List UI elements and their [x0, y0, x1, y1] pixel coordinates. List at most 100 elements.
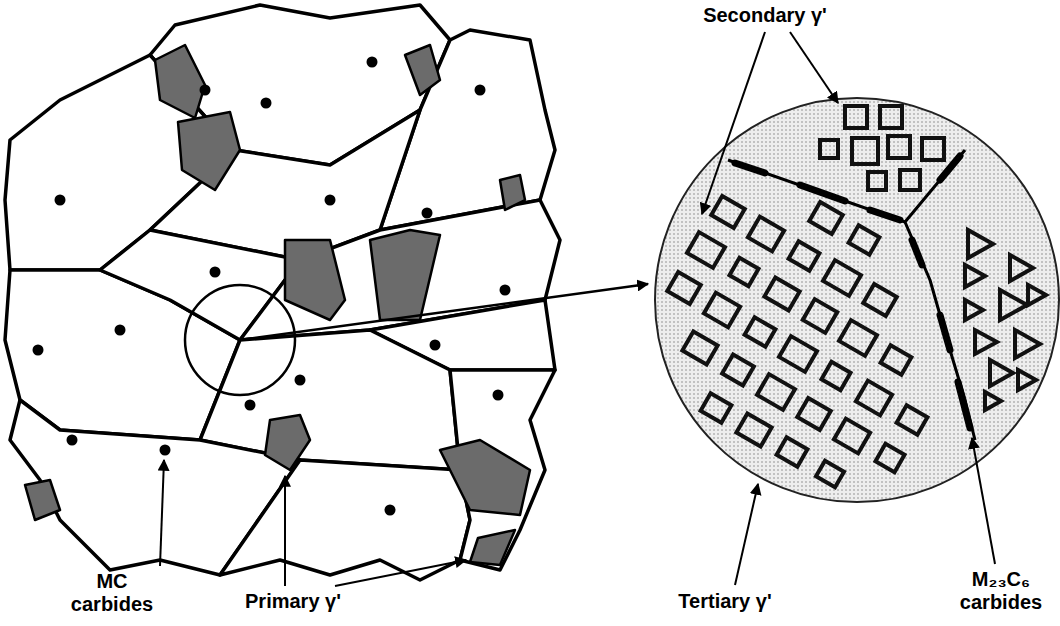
triangular-precipitates	[975, 330, 997, 354]
leader-line	[160, 32, 995, 586]
tertiary-region-particles	[722, 354, 754, 385]
primary-gamma-prime	[25, 480, 60, 520]
tertiary-region-particles	[863, 284, 897, 316]
m23c6-carbide	[940, 156, 960, 180]
secondary-gamma-prime	[922, 138, 944, 160]
tertiary-region-particles	[745, 317, 776, 346]
tertiary-region-particles	[789, 241, 820, 270]
carbide-label: M₂₃C₆ carbides	[948, 568, 1054, 614]
phase-label: Tertiary γ'	[660, 590, 790, 613]
mc-carbide	[67, 435, 78, 446]
secondary-gamma-prime	[880, 106, 902, 128]
tertiary-region-particles	[816, 461, 844, 488]
tertiary-region-particles	[777, 437, 808, 466]
tertiary-region-particles	[729, 258, 758, 286]
m23c6-carbide	[870, 210, 900, 220]
primary-gamma-prime	[440, 440, 530, 515]
mc-carbide	[160, 445, 171, 456]
tertiary-region-particles	[687, 232, 725, 268]
secondary-gamma-prime	[845, 106, 867, 128]
tertiary-region-particles	[704, 293, 740, 328]
tertiary-region-particles	[711, 196, 745, 228]
tertiary-region-particles	[881, 345, 912, 374]
zoom-arrow	[240, 284, 648, 340]
mc-carbide	[33, 57, 511, 516]
mc-carbide	[475, 85, 486, 96]
primary-gamma-prime	[155, 45, 205, 118]
leader-line	[790, 32, 838, 103]
triangular-precipitates	[990, 360, 1013, 386]
mc-carbide	[261, 98, 272, 109]
primary-gamma-prime	[370, 230, 440, 320]
triangular-precipitates	[965, 300, 983, 320]
mc-carbide	[430, 340, 441, 351]
mc-carbide	[210, 267, 221, 278]
mc-carbide	[500, 285, 511, 296]
tertiary-region-particles	[803, 299, 838, 333]
triangular-precipitates	[985, 392, 1001, 410]
mc-carbide	[367, 57, 378, 68]
tertiary-region-particles	[757, 374, 795, 410]
tertiary-region-particles	[667, 196, 927, 487]
tertiary-region-particles	[701, 393, 732, 422]
triangular-precipitates	[1018, 370, 1036, 390]
tertiary-region-particles	[875, 444, 904, 472]
tertiary-region-particles	[897, 405, 928, 434]
triangular-precipitates	[1010, 255, 1033, 281]
mc-carbide	[245, 400, 256, 411]
grain-boundary	[905, 150, 975, 440]
tertiary-region-particles	[849, 225, 880, 254]
tertiary-region-particles	[797, 398, 831, 430]
primary-gamma-prime	[405, 45, 440, 95]
tertiary-region-particles	[821, 362, 850, 390]
grain	[220, 460, 470, 580]
leader-line	[735, 484, 758, 585]
triangular-precipitates	[1028, 285, 1046, 305]
m23c6-carbide	[940, 315, 950, 350]
leader-line	[284, 476, 286, 586]
tertiary-region-particles	[823, 260, 861, 296]
grain-boundary	[728, 160, 905, 222]
mc-carbide	[115, 325, 126, 336]
tertiary-region-particles	[809, 202, 843, 234]
secondary-gamma-prime	[888, 136, 910, 158]
m23c6-carbide	[958, 382, 970, 428]
mc-carbide	[422, 208, 433, 219]
mc-carbide	[295, 375, 306, 386]
mc-carbide	[33, 345, 44, 356]
triangular-precipitates	[965, 265, 985, 287]
tertiary-region-particles	[667, 272, 701, 304]
m23c6-carbide	[735, 156, 970, 428]
m23c6-carbide	[800, 185, 845, 201]
grain-structure	[5, 5, 560, 580]
phase-label: Primary γ'	[228, 590, 358, 613]
tertiary-region-particles	[682, 331, 717, 364]
secondary-gamma-prime	[820, 106, 944, 190]
mc-carbide	[55, 195, 66, 206]
leader-line	[160, 460, 164, 566]
leader-line	[335, 560, 466, 586]
leader-line	[972, 438, 995, 564]
secondary-gamma-prime	[868, 172, 886, 190]
zoomed-view	[667, 106, 1046, 487]
primary-gamma-prime	[178, 112, 240, 190]
secondary-gamma-prime	[820, 140, 838, 158]
primary-gamma-prime	[500, 175, 525, 210]
primary-gamma-prime	[285, 240, 345, 320]
triangular-precipitates	[1000, 290, 1027, 320]
carbide-label: MC carbides	[68, 570, 156, 616]
triangular-precipitates	[1015, 330, 1040, 358]
m23c6-carbide	[912, 240, 922, 265]
primary-gamma-prime	[265, 415, 310, 470]
zoomed-view	[655, 98, 1059, 502]
triangular-precipitates	[965, 230, 1046, 410]
primary-gamma-prime	[25, 45, 530, 565]
grain-boundary	[728, 150, 975, 440]
tertiary-region-particles	[834, 419, 870, 454]
mc-carbide	[325, 195, 336, 206]
secondary-gamma-prime	[900, 170, 920, 190]
secondary-gamma-prime	[852, 138, 878, 164]
tertiary-region-particles	[856, 381, 892, 416]
